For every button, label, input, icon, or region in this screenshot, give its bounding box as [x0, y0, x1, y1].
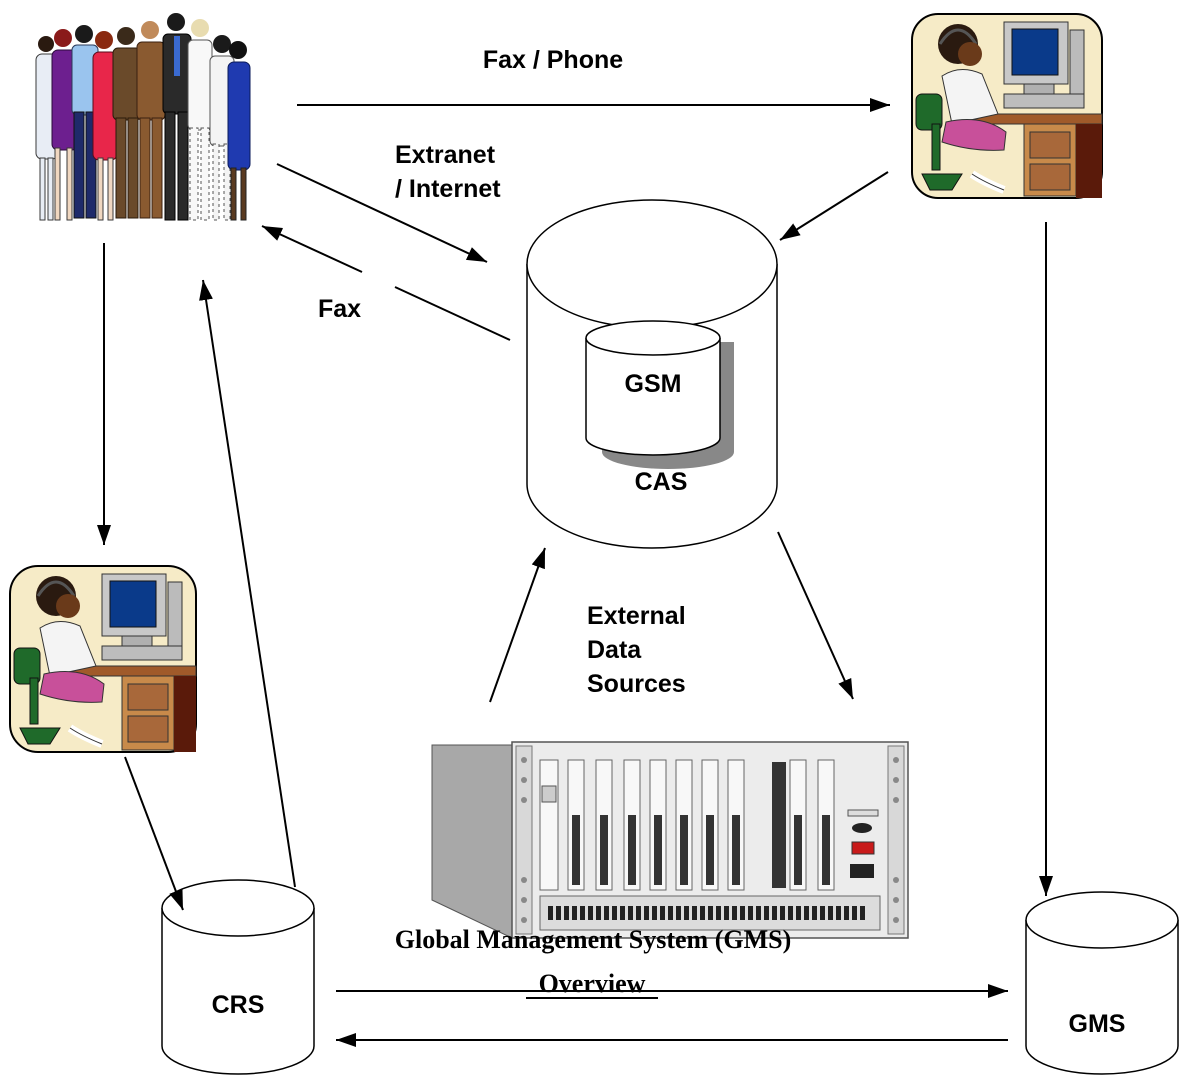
extranet-arrow — [276, 163, 488, 263]
rack-port — [668, 906, 673, 920]
rack-port — [836, 906, 841, 920]
rack-port — [772, 906, 777, 920]
fax-phone-label: Fax / Phone — [483, 46, 623, 74]
rack-port — [692, 906, 697, 920]
operator-to-cas-arrow — [779, 171, 889, 241]
crs-label: CRS — [212, 991, 265, 1019]
rack-port — [828, 906, 833, 920]
cas-label: CAS — [635, 468, 688, 496]
rack-port — [676, 906, 681, 920]
rack-port — [548, 906, 553, 920]
rack-port — [860, 906, 865, 920]
rack-port — [780, 906, 785, 920]
gms-label: GMS — [1069, 1010, 1126, 1038]
extranet-label-line2: / Internet — [395, 175, 501, 203]
rack-port — [740, 906, 745, 920]
fax-return-line — [394, 286, 511, 341]
rack-port — [556, 906, 561, 920]
rack-port — [788, 906, 793, 920]
external-sources-to-cas-arrow — [489, 547, 546, 703]
rack-port — [588, 906, 593, 920]
rack-port — [844, 906, 849, 920]
external-sources-label-line3: Sources — [587, 670, 686, 698]
rack-port — [604, 906, 609, 920]
people-group-icon — [35, 13, 251, 221]
gsm-database: GSM — [585, 320, 721, 456]
fax-label: Fax — [318, 295, 361, 323]
crs-to-people-arrow — [199, 279, 296, 888]
rack-port — [596, 906, 601, 920]
rack-port — [852, 906, 857, 920]
rack-port — [644, 906, 649, 920]
rack-port — [716, 906, 721, 920]
cas-to-rack-arrow — [777, 531, 854, 700]
rack-port — [700, 906, 705, 920]
rack-port — [612, 906, 617, 920]
rack-port — [764, 906, 769, 920]
rack-port — [564, 906, 569, 920]
gsm-label: GSM — [625, 370, 682, 398]
rack-port — [684, 906, 689, 920]
gms-database: GMS — [1025, 891, 1179, 1075]
server-rack-icon — [431, 741, 909, 939]
diagram-subtitle: Overview — [539, 969, 646, 998]
rack-port — [580, 906, 585, 920]
rack-port — [708, 906, 713, 920]
rack-port — [756, 906, 761, 920]
rack-port — [572, 906, 577, 920]
rack-port — [724, 906, 729, 920]
operator-to-crs-arrow — [124, 756, 184, 911]
external-sources-label-line1: External — [587, 602, 686, 630]
rack-port — [636, 906, 641, 920]
operator-workstation-icon-left — [9, 565, 197, 753]
rack-port — [652, 906, 657, 920]
rack-port — [820, 906, 825, 920]
rack-port — [660, 906, 665, 920]
diagram-title: Global Management System (GMS) — [395, 925, 791, 954]
cas-database: GSM CAS — [526, 199, 778, 549]
extranet-label-line1: Extranet — [395, 141, 496, 169]
crs-database: CRS — [161, 879, 315, 1075]
rack-port — [748, 906, 753, 920]
rack-port — [796, 906, 801, 920]
rack-port — [804, 906, 809, 920]
fax-return-arrow — [261, 225, 363, 273]
external-sources-label-line2: Data — [587, 636, 642, 664]
rack-port — [628, 906, 633, 920]
rack-port — [620, 906, 625, 920]
operator-workstation-icon-top — [911, 13, 1103, 199]
rack-port — [812, 906, 817, 920]
rack-port — [732, 906, 737, 920]
